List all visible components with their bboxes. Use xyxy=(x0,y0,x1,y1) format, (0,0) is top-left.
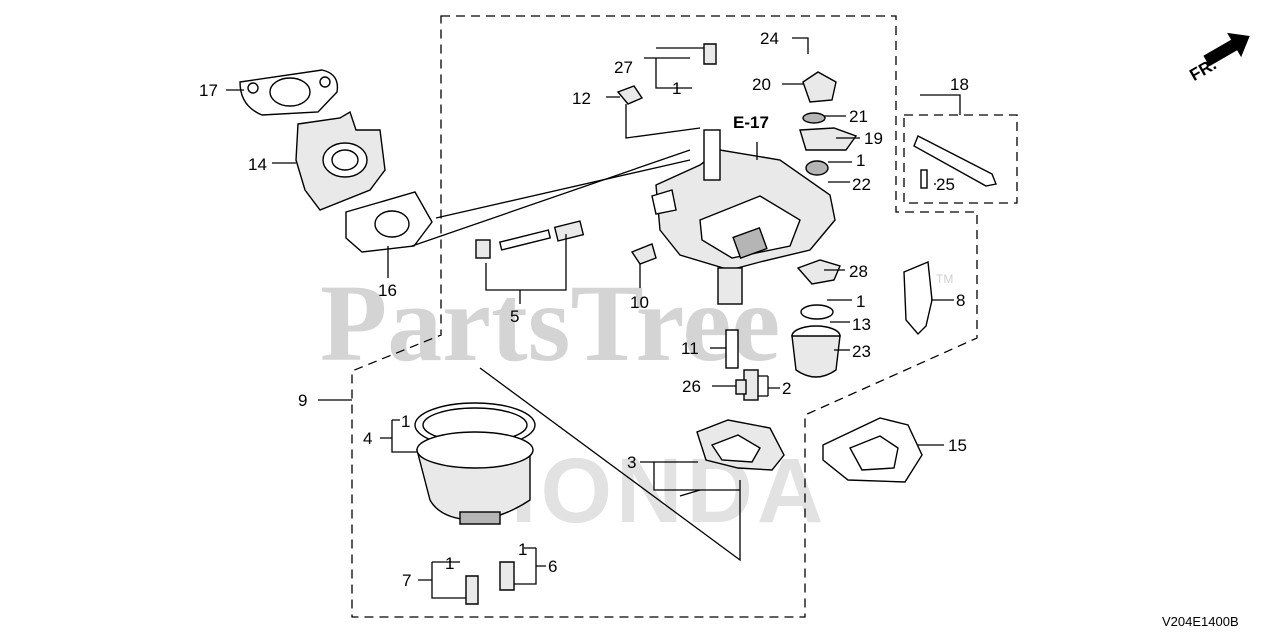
part-27-screw xyxy=(703,43,717,65)
part-3-float xyxy=(696,419,785,471)
callout-1-washer-27: 1 xyxy=(672,79,681,98)
callout-24: 24 xyxy=(760,29,779,48)
part-16-gasket xyxy=(345,191,433,253)
part-21-washer xyxy=(802,112,826,124)
trademark-mark: TM xyxy=(936,272,953,286)
callout-6: 6 xyxy=(548,557,557,576)
callout-23: 23 xyxy=(852,342,871,361)
callout-1-bowl: 1 xyxy=(401,412,410,431)
part-23-cap xyxy=(791,325,841,378)
callout-7: 7 xyxy=(402,571,411,590)
callout-4: 4 xyxy=(363,429,372,448)
arrow-fr-icon xyxy=(1203,32,1250,67)
assembly-outline xyxy=(351,15,978,618)
callout-28: 28 xyxy=(849,262,868,281)
part-17-gasket xyxy=(239,69,339,116)
part-4-float-bowl xyxy=(414,402,536,525)
partstree-watermark: PartsTree xyxy=(320,262,780,384)
callout-9: 9 xyxy=(298,391,307,410)
part-26-jet xyxy=(735,379,747,395)
part-10-screw xyxy=(630,243,657,265)
part-15-gasket xyxy=(822,417,923,483)
kit-outline-18 xyxy=(903,114,1018,204)
callout-25: 25 xyxy=(936,175,955,194)
reference-label: E-17 xyxy=(733,113,769,132)
diagram-code: V204E1400B xyxy=(1162,614,1239,629)
callout-13: 13 xyxy=(852,315,871,334)
carburetor-body xyxy=(651,129,836,305)
leader-lines xyxy=(226,37,961,599)
callout-1-washer-6: 1 xyxy=(518,540,527,559)
callout-19: 19 xyxy=(864,129,883,148)
part-20-cover xyxy=(802,71,837,103)
callout-1-washer-7: 1 xyxy=(445,554,454,573)
part-8-lever xyxy=(903,260,933,336)
callout-18: 18 xyxy=(950,75,969,94)
callout-8: 8 xyxy=(956,291,965,310)
callout-14: 14 xyxy=(248,155,267,174)
part-7-screw xyxy=(465,575,479,605)
callout-16: 16 xyxy=(378,281,397,300)
part-14-insulator xyxy=(295,110,386,211)
callout-15: 15 xyxy=(948,436,967,455)
callout-17: 17 xyxy=(199,81,218,100)
callout-11: 11 xyxy=(681,339,699,358)
callout-1-seat: 1 xyxy=(856,151,865,170)
callout-1-oring: 1 xyxy=(856,292,865,311)
callout-2: 2 xyxy=(782,379,791,398)
part-11-tube xyxy=(725,329,739,369)
callout-3: 3 xyxy=(627,453,636,472)
part-5-screw-spring xyxy=(475,220,585,259)
callout-10: 10 xyxy=(630,293,649,312)
part-19-lever xyxy=(799,127,858,151)
part-18-rod xyxy=(913,135,997,187)
part-13-oring xyxy=(800,304,834,320)
callout-5: 5 xyxy=(510,307,519,326)
part-6-screw xyxy=(499,561,515,591)
callout-20: 20 xyxy=(752,75,771,94)
part-22-seat xyxy=(805,160,829,176)
callout-22: 22 xyxy=(852,175,871,194)
part-25-clip xyxy=(920,169,928,189)
callout-12: 12 xyxy=(572,89,591,108)
callout-21: 21 xyxy=(849,107,868,126)
callout-27: 27 xyxy=(614,58,633,77)
callout-26: 26 xyxy=(682,377,701,396)
part-28-diaphragm xyxy=(796,259,841,285)
part-12-screw xyxy=(616,85,644,105)
